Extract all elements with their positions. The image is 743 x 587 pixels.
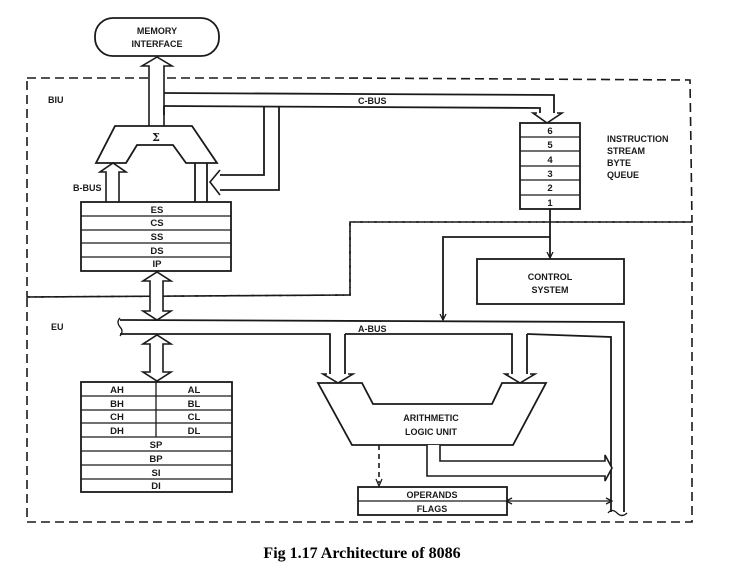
eu-label: EU [51, 322, 64, 332]
memory-interface-label-2: INTERFACE [131, 39, 182, 49]
address-adder: Σ [94, 125, 219, 164]
queue-label-3: BYTE [607, 158, 631, 168]
queue-byte-6: 6 [547, 126, 552, 137]
register-ch: CH [110, 412, 124, 423]
general-registers: AH BH CH DH AL BL CL DL SP BP SI DI [80, 381, 233, 493]
register-ss: SS [151, 232, 164, 243]
b-bus-arrow [97, 162, 129, 202]
c-bus: C-BUS [163, 92, 565, 196]
queue-label-1: INSTRUCTION [607, 134, 669, 144]
a-bus-label: A-BUS [358, 324, 387, 334]
operands-flags-register: OPERANDS FLAGS [357, 486, 614, 516]
register-bl: BL [188, 399, 201, 410]
instruction-queue: 6 5 4 3 2 1 INSTRUCTION STREAM BYTE QUEU… [519, 122, 669, 210]
operands-label: OPERANDS [406, 490, 457, 500]
alu-label-1: ARITHMETIC [403, 413, 459, 423]
register-bp: BP [149, 454, 163, 465]
queue-output-lines [439, 209, 554, 322]
register-cl: CL [188, 412, 201, 423]
segment-registers: ES CS SS DS IP [80, 201, 232, 272]
register-di: DI [151, 481, 161, 492]
queue-byte-5: 5 [547, 140, 553, 151]
queue-label-4: QUEUE [607, 170, 639, 180]
register-ip: IP [153, 259, 163, 270]
register-cs: CS [150, 218, 163, 229]
memory-bus-arrow [139, 56, 175, 126]
alu: ARITHMETIC LOGIC UNIT [316, 382, 548, 446]
register-bus-arrow [140, 334, 174, 382]
biu-eu-bidirectional-arrow [140, 271, 174, 321]
queue-byte-4: 4 [547, 155, 553, 166]
register-si: SI [152, 468, 161, 479]
register-dh: DH [110, 426, 124, 437]
sigma-symbol: Σ [152, 131, 160, 144]
register-bh: BH [110, 399, 124, 410]
alu-output-arrow [426, 445, 613, 482]
biu-boundary [26, 77, 693, 298]
flags-label: FLAGS [417, 504, 448, 514]
alu-label-2: LOGIC UNIT [405, 427, 457, 437]
memory-interface-block: MEMORY INTERFACE [94, 17, 220, 57]
register-sp: SP [150, 440, 163, 451]
c-bus-label: C-BUS [358, 96, 387, 106]
queue-byte-3: 3 [547, 169, 552, 180]
control-system-label-2: SYSTEM [531, 285, 568, 295]
register-es: ES [151, 205, 164, 216]
control-system: CONTROL SYSTEM [476, 258, 625, 305]
queue-label-2: STREAM [607, 146, 645, 156]
control-system-label-1: CONTROL [528, 272, 573, 282]
register-dl: DL [188, 426, 201, 437]
register-al: AL [188, 385, 201, 396]
b-bus-label: B-BUS [73, 183, 102, 193]
queue-byte-1: 1 [547, 198, 553, 209]
register-ah: AH [110, 385, 124, 396]
register-ds: DS [150, 246, 163, 257]
memory-interface-label-1: MEMORY [137, 26, 177, 36]
figure-caption: Fig 1.17 Architecture of 8086 [263, 545, 460, 562]
eu-boundary [26, 221, 693, 523]
queue-byte-2: 2 [547, 183, 552, 194]
biu-label: BIU [48, 95, 64, 105]
